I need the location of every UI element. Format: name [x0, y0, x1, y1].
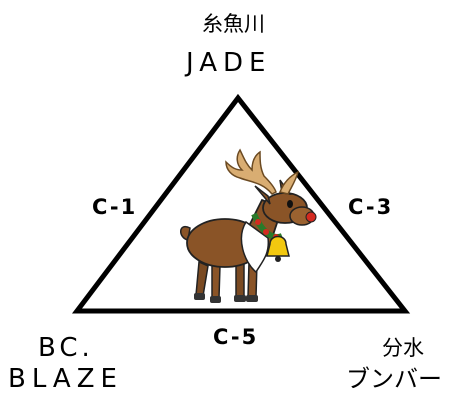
top-vertex-label: JADE	[186, 48, 272, 78]
triangle-outline	[71, 93, 411, 314]
bottom-right-vertex-name: 分水	[382, 336, 424, 360]
bottom-left-vertex-name: BC.	[38, 333, 94, 363]
bottom-left-vertex-label: BLAZE	[8, 364, 123, 394]
edge-label-bottom: C-5	[213, 325, 259, 349]
bottom-right-vertex-label: ブンバー	[346, 365, 442, 393]
edge-label-right: C-3	[348, 195, 394, 219]
edge-label-left: C-1	[92, 195, 138, 219]
top-vertex-name: 糸魚川	[202, 12, 265, 36]
reindeer-icon	[180, 148, 317, 303]
